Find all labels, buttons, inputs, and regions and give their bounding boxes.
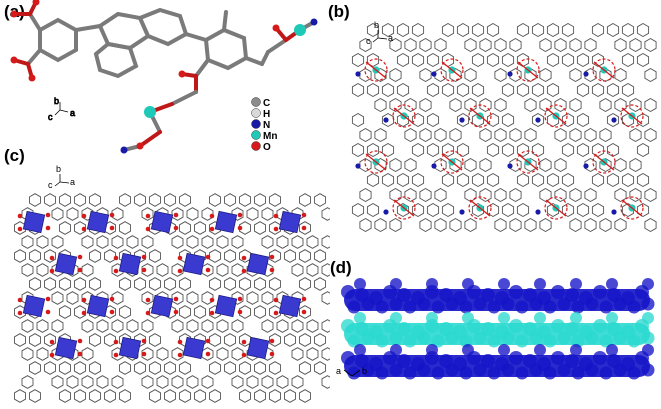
stack-layer-middle (341, 312, 655, 348)
panel-a-molecule: b a c (10, 0, 318, 154)
mn-node (535, 196, 568, 220)
panel-c-axis-c: c (48, 180, 53, 190)
mn-node (459, 196, 492, 220)
panel-b-axis-b: b (374, 20, 379, 30)
axis-a-c: c (48, 112, 53, 122)
mn-node (431, 150, 464, 174)
mn-polyhedron (209, 210, 243, 234)
mn-node (611, 104, 644, 128)
mn-polyhedron (209, 294, 243, 318)
mn-polyhedron (241, 336, 275, 360)
stack-layer-bottom (341, 344, 655, 380)
panel-d-axis-a: a (336, 366, 341, 376)
mn-polyhedron (273, 210, 307, 234)
panel-c-label: (c) (4, 146, 25, 165)
panel-c-axis-indicator: ba c (48, 164, 75, 190)
mn-node (507, 58, 540, 82)
panel-d-axis-b: b (362, 366, 367, 376)
panel-a-axis-indicator: b a c (48, 96, 76, 123)
legend-swatch-o (251, 141, 261, 151)
panel-d-label: (d) (330, 258, 352, 277)
mn-node (383, 104, 416, 128)
mn-polyhedron (145, 210, 179, 234)
panel-b-framework: ba c (351, 20, 657, 233)
axis-a-a: a (70, 108, 75, 118)
panel-c-polyhedra (17, 210, 307, 360)
mn-polyhedron (177, 336, 211, 360)
legend-swatch-h (251, 108, 261, 118)
panel-b-label: (b) (328, 2, 350, 21)
panel-c-axis-b: b (56, 164, 61, 174)
legend-label-c: C (263, 98, 270, 109)
mn-polyhedron (113, 252, 147, 276)
mn-node (507, 150, 540, 174)
panel-b-mn-nodes (355, 58, 644, 220)
mn-polyhedron (17, 210, 51, 234)
mn-polyhedron (17, 294, 51, 318)
mn-polyhedron (113, 336, 147, 360)
legend-swatch-mn (251, 130, 261, 140)
panel-c-linkers (14, 193, 330, 403)
panel-c-framework: ba c (14, 164, 330, 403)
mn-polyhedron (273, 294, 307, 318)
legend-label-n: N (263, 120, 270, 131)
mn-polyhedron (81, 294, 115, 318)
legend-label-h: H (263, 109, 270, 120)
mn-polyhedron (49, 336, 83, 360)
mn-node (355, 150, 388, 174)
legend-swatch-n (251, 119, 261, 129)
panel-c-axis-a: a (70, 177, 75, 187)
mn-node (431, 58, 464, 82)
panel-b-axis-indicator: ba c (366, 20, 393, 46)
mn-node (611, 196, 644, 220)
stack-layer-top (341, 278, 655, 314)
panel-b-axis-a: a (388, 33, 393, 43)
legend-label-o: O (263, 142, 271, 153)
mn-node (459, 104, 492, 128)
mn-polyhedron (241, 252, 275, 276)
axis-a-b: b (54, 96, 59, 106)
panel-b-axis-c: c (366, 36, 371, 46)
mn-node (383, 196, 416, 220)
mn-polyhedron (81, 210, 115, 234)
mn-node (583, 58, 616, 82)
mn-polyhedron (177, 252, 211, 276)
mn-node (355, 58, 388, 82)
mn-polyhedron (49, 252, 83, 276)
mn-node (583, 150, 616, 174)
molecule-atoms (10, 0, 318, 154)
mn-polyhedron (145, 294, 179, 318)
mn-node (535, 104, 568, 128)
panel-b-linkers (351, 22, 657, 233)
legend-label-mn: Mn (263, 131, 277, 142)
legend-swatch-c (251, 97, 261, 107)
